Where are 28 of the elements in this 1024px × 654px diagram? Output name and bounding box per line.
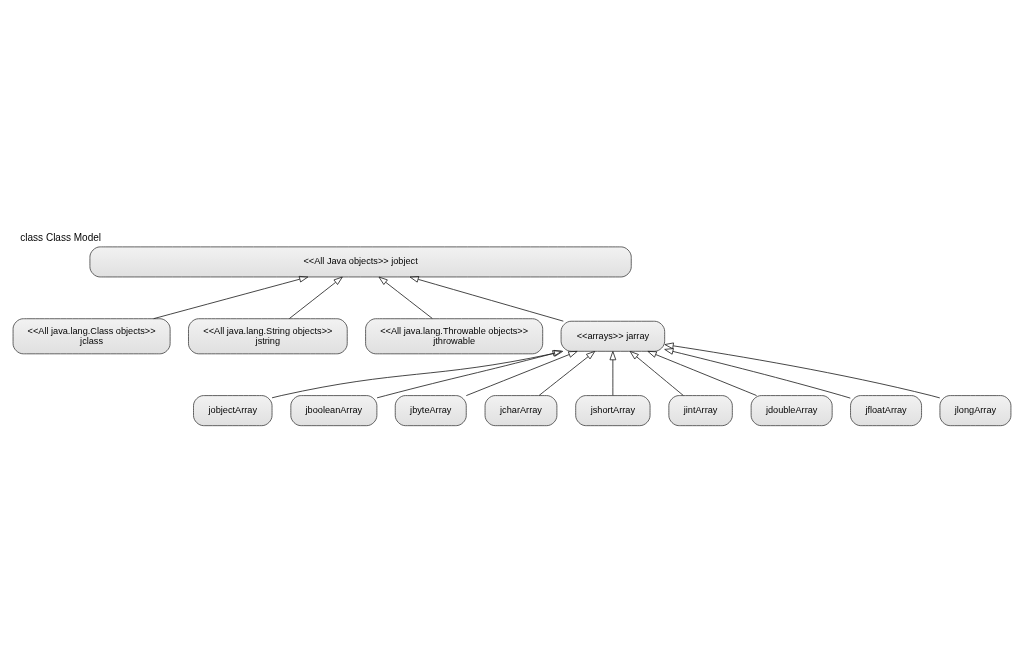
arrow: [664, 347, 851, 399]
node-box: <<All Java objects>> jobject: [89, 245, 632, 277]
arrow: [538, 350, 596, 396]
node-box: jdoubleArray: [750, 394, 833, 426]
arrow: [271, 349, 564, 398]
node-box: jbooleanArray: [290, 394, 378, 426]
arrow: [629, 350, 684, 396]
arrow: [409, 275, 564, 322]
node-box: jcharArray: [484, 394, 558, 426]
node-box: jfloatArray: [850, 394, 922, 426]
node-box: jbyteArray: [394, 394, 467, 426]
node-box: <<All java.lang.Throwable objects>> jthrowable: [365, 317, 544, 354]
node-box: jlongArray: [939, 394, 1012, 426]
arrow: [609, 350, 617, 396]
arrow: [378, 276, 433, 319]
node-box: <<All java.lang.Class objects>> jclass: [12, 317, 171, 354]
diagram-title: class Class Model: [20, 231, 102, 243]
arrow: [664, 342, 941, 398]
node-box: <<arrays>> jarray: [560, 320, 666, 352]
arrow: [647, 350, 757, 396]
arrow: [288, 276, 343, 319]
arrow: [153, 275, 309, 319]
node-box: jobjectArray: [193, 394, 273, 426]
node-box: jshortArray: [575, 394, 651, 426]
node-box: jintArray: [668, 394, 733, 426]
arrow: [376, 349, 562, 398]
node-box: <<All java.lang.String objects>> jstring: [188, 317, 348, 354]
arrow: [465, 350, 578, 396]
